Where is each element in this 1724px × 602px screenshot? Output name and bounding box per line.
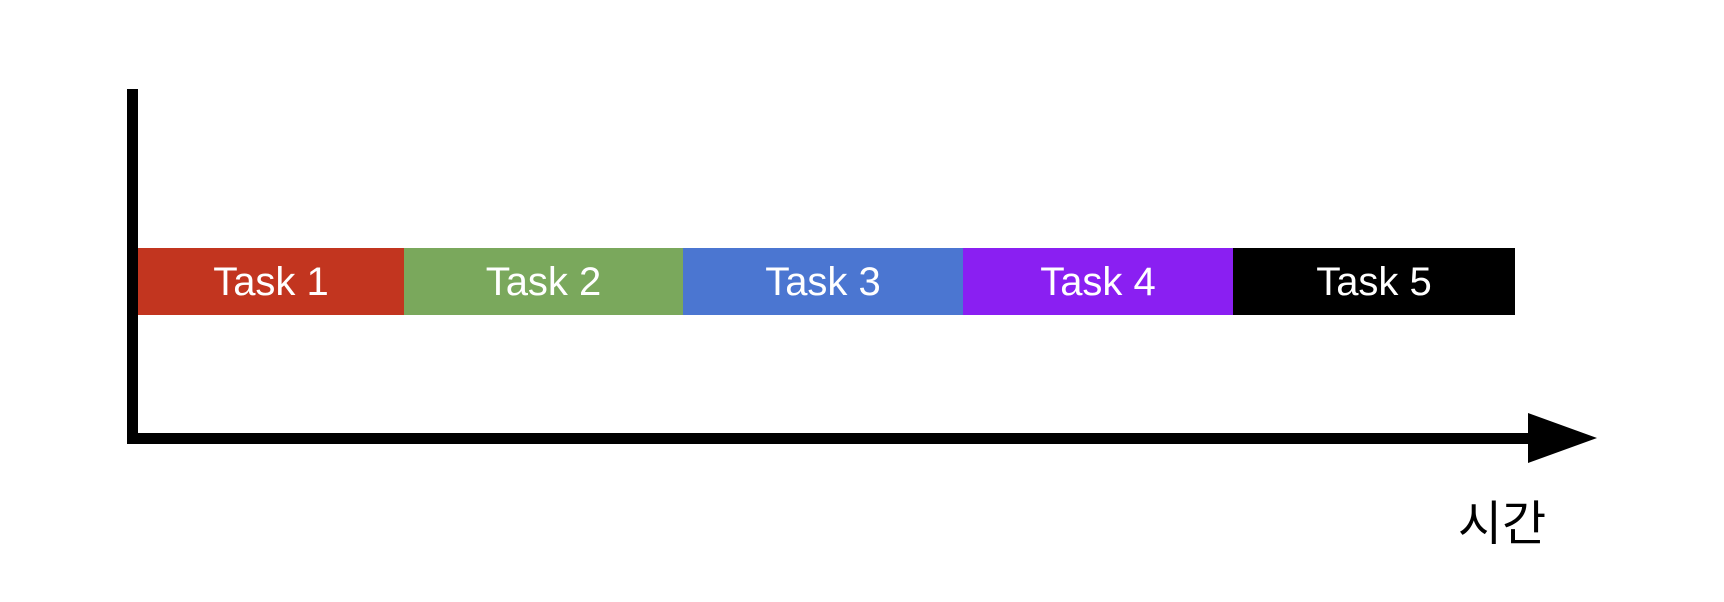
task-bar-3: Task 3	[683, 248, 963, 315]
x-axis-label: 시간	[1457, 498, 1547, 551]
task-bar-4: Task 4	[963, 248, 1233, 315]
task-bar-1: Task 1	[138, 248, 404, 315]
task-bar-label: Task 2	[485, 259, 602, 304]
task-bar-2: Task 2	[404, 248, 683, 315]
task-bar-label: Task 1	[213, 259, 329, 304]
task-bar-5: Task 5	[1233, 248, 1515, 315]
y-axis-line	[127, 89, 138, 444]
task-bar-label: Task 4	[1040, 259, 1156, 304]
task-bar-label: Task 5	[1316, 259, 1432, 304]
task-bar-row: Task 1 Task 2 Task 3 Task 4 Task 5	[138, 248, 1515, 315]
x-axis-line	[127, 433, 1530, 444]
x-axis-arrowhead-icon	[1528, 413, 1597, 463]
task-bar-label: Task 3	[765, 259, 881, 304]
